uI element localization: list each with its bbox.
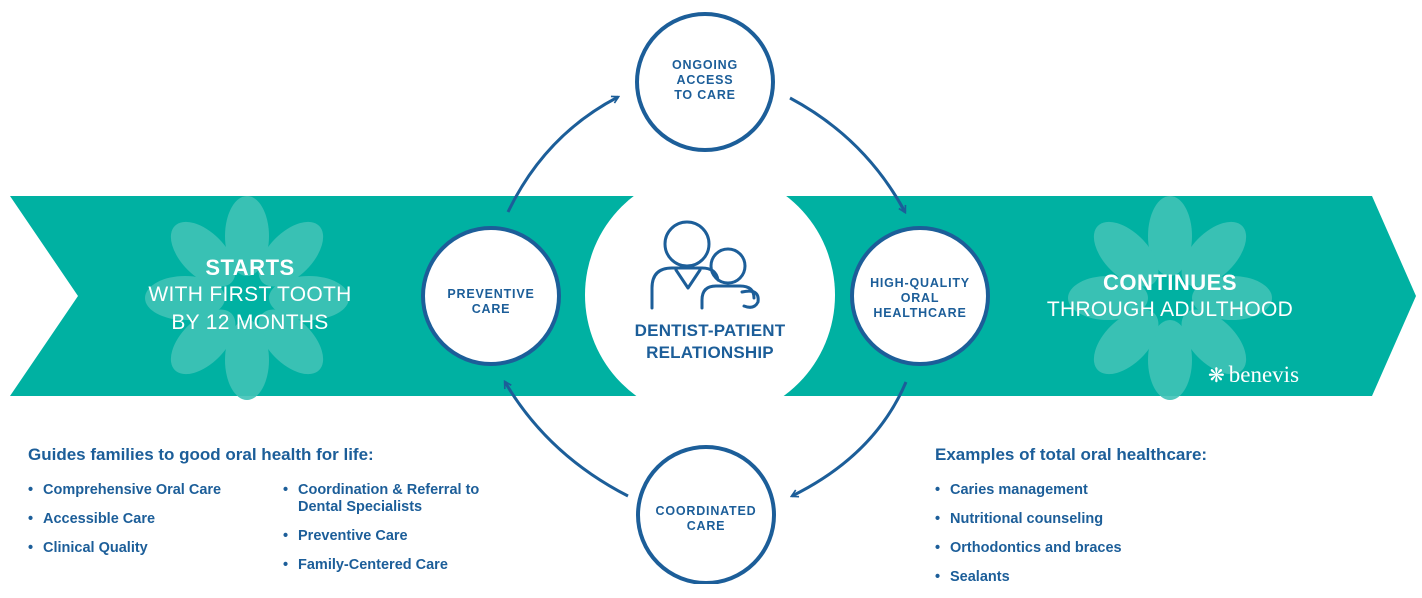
left-rosette-decoration	[145, 196, 349, 400]
diagram-graphic	[10, 12, 1416, 584]
brand-name: benevis	[1228, 362, 1300, 387]
list-item: Clinical Quality	[28, 540, 268, 557]
left-list-col2: Coordination & Referral to Dental Specia…	[283, 482, 513, 586]
node-right-line-1: HIGH-QUALITY	[870, 276, 970, 290]
left-list-col1: Comprehensive Oral Care Accessible Care …	[28, 482, 268, 569]
list-item: Preventive Care	[283, 528, 513, 545]
arrow-access-to-quality	[789, 96, 907, 212]
left-list-heading: Guides families to good oral health for …	[28, 445, 374, 464]
node-right-label: HIGH-QUALITY ORAL HEALTHCARE	[855, 276, 985, 321]
right-list-heading: Examples of total oral healthcare:	[935, 445, 1208, 464]
starts-title: STARTS	[205, 255, 295, 280]
list-item: Accessible Care	[28, 511, 268, 528]
list-item: Nutritional counseling	[935, 511, 1235, 528]
starts-line-1: WITH FIRST TOOTH	[148, 283, 352, 306]
node-left-label: PREVENTIVE CARE	[431, 287, 551, 317]
arrow-quality-to-coordinated	[792, 381, 908, 496]
starts-line-2: BY 12 MONTHS	[171, 311, 329, 334]
list-item: Sealants	[935, 569, 1235, 586]
center-disc	[585, 170, 835, 420]
list-item: Caries management	[935, 482, 1235, 499]
node-top-circle	[635, 12, 775, 152]
node-top-line-1: ONGOING	[671, 58, 739, 72]
band-left-text: STARTS WITH FIRST TOOTH BY 12 MONTHS	[130, 255, 370, 337]
continues-title: CONTINUES	[1102, 270, 1238, 295]
center-line-2: RELATIONSHIP	[646, 343, 774, 362]
node-right-line-3: HEALTHCARE	[873, 306, 967, 320]
node-bottom-label: COORDINATED CARE	[641, 504, 771, 534]
continues-line-1: THROUGH ADULTHOOD	[1046, 298, 1294, 321]
node-right-circle	[850, 226, 990, 366]
flower-icon: ❋	[1208, 365, 1225, 387]
brand-logo: ❋benevis	[1208, 362, 1299, 388]
list-item: Coordination & Referral to Dental Specia…	[283, 482, 513, 516]
node-top-label: ONGOING ACCESS TO CARE	[645, 58, 765, 103]
node-bottom-line-1: COORDINATED	[655, 504, 757, 518]
band-right-text: CONTINUES THROUGH ADULTHOOD	[1020, 270, 1320, 324]
list-item: Comprehensive Oral Care	[28, 482, 268, 499]
center-line-1: DENTIST-PATIENT	[634, 321, 786, 340]
right-list: Caries management Nutritional counseling…	[935, 482, 1235, 598]
node-top-line-3: TO CARE	[674, 88, 736, 102]
node-bottom-circle	[636, 445, 776, 584]
arrow-preventive-to-access	[506, 97, 618, 213]
arrow-coordinated-to-preventive	[503, 382, 629, 498]
list-item: Family-Centered Care	[283, 557, 513, 574]
node-left-line-1: PREVENTIVE	[447, 287, 535, 301]
list-item: Orthodontics and braces	[935, 540, 1235, 557]
node-bottom-line-2: CARE	[686, 519, 726, 533]
node-left-circle	[421, 226, 561, 366]
node-left-line-2: CARE	[471, 302, 511, 316]
center-label: DENTIST-PATIENT RELATIONSHIP	[600, 320, 820, 364]
dentist-patient-icon	[650, 220, 760, 310]
node-right-line-2: ORAL	[900, 291, 940, 305]
node-top-line-2: ACCESS	[676, 73, 734, 87]
